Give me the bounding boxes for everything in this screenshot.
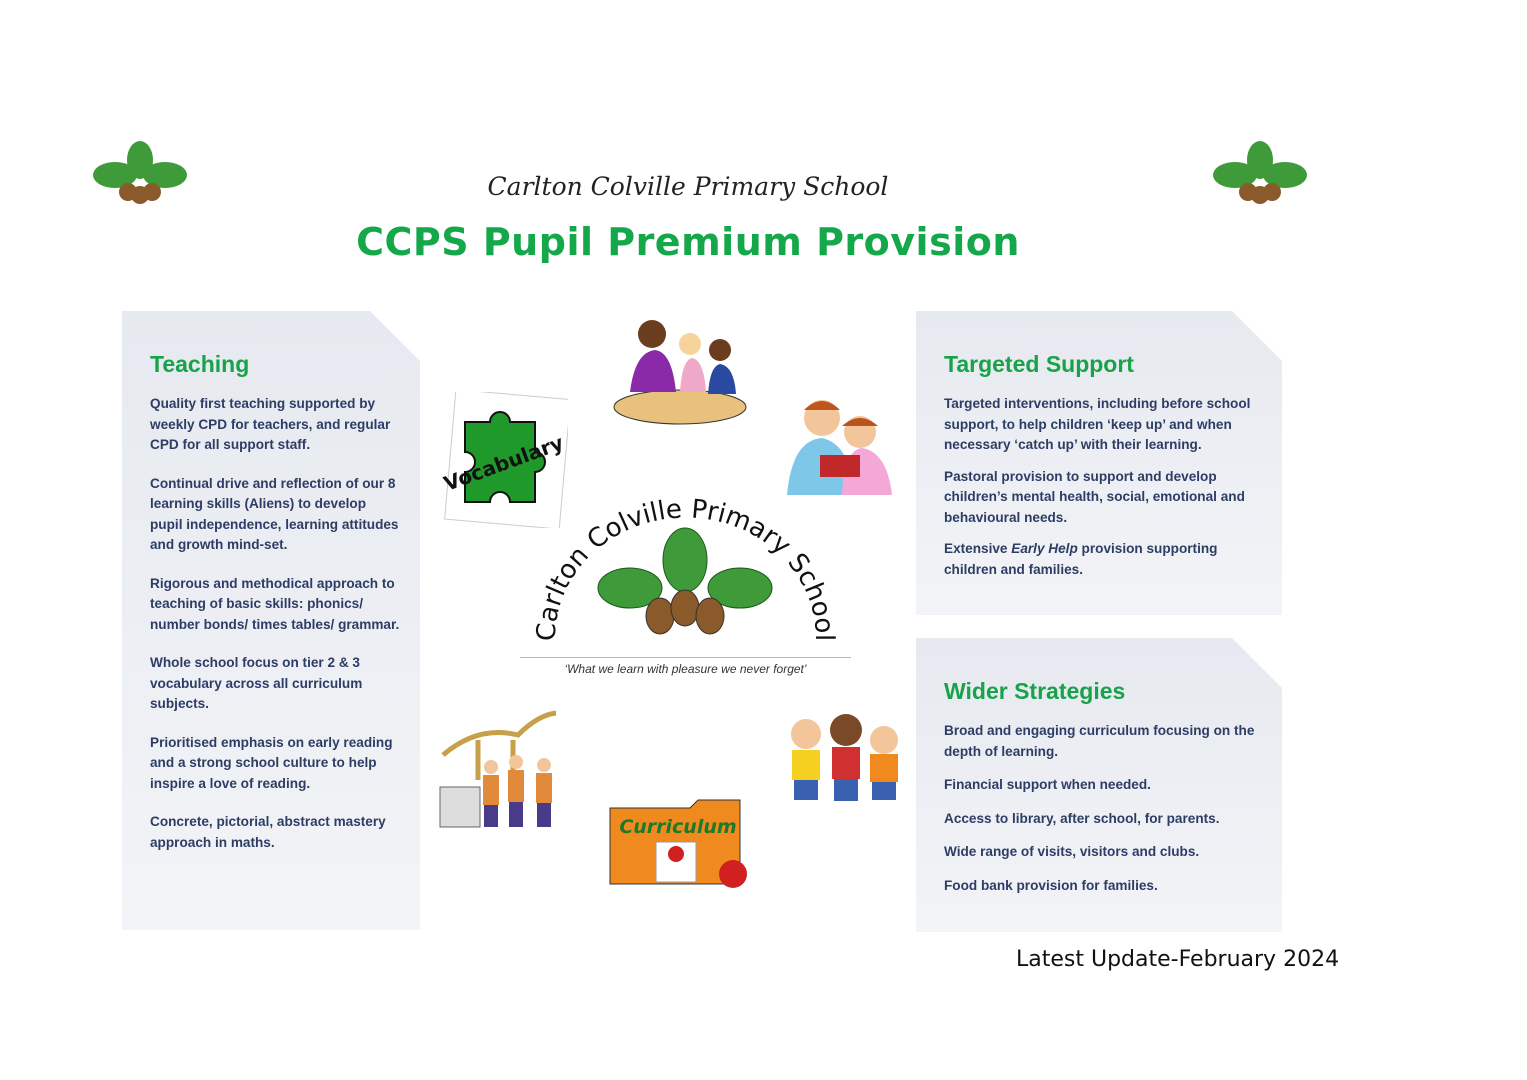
wider-item: Financial support when needed.	[944, 777, 1151, 792]
teaching-item: Whole school focus on tier 2 & 3 vocabul…	[150, 655, 363, 711]
vocabulary-puzzle-clipart: Vocabulary	[441, 392, 568, 528]
teaching-item: Quality first teaching supported by week…	[150, 396, 391, 452]
targeted-item: Pastoral provision to support and develo…	[944, 468, 1245, 525]
curriculum-label: Curriculum	[619, 816, 736, 838]
wider-item: Food bank provision for families.	[944, 877, 1158, 893]
wider-item: Wide range of visits, visitors and clubs…	[944, 844, 1200, 859]
teaching-item: Concrete, pictorial, abstract mastery ap…	[150, 814, 386, 850]
teaching-heading: Teaching	[150, 351, 250, 377]
curriculum-folder-clipart: Curriculum	[609, 799, 747, 888]
teaching-item: Prioritised emphasis on early reading an…	[150, 734, 393, 791]
latest-update: Latest Update-February 2024	[1016, 947, 1340, 972]
targeted-item-early-help: Extensive Early Help provision supportin…	[944, 539, 1262, 580]
wider-strategies-panel: Wider Strategies Broad and engaging curr…	[916, 638, 1282, 932]
school-motto: ‘What we learn with pleasure we never fo…	[520, 657, 851, 676]
teacher-children-clipart	[613, 320, 747, 425]
dinosaur-museum-clipart	[439, 710, 557, 828]
oak-leaf-icon-left	[93, 141, 187, 204]
teaching-panel: Teaching Quality first teaching supporte…	[122, 311, 420, 930]
wider-item: Access to library, after school, for par…	[944, 810, 1220, 826]
wider-item: Broad and engaging curriculum focusing o…	[944, 723, 1255, 759]
reading-children-clipart	[787, 400, 892, 495]
happy-children-clipart	[791, 714, 898, 801]
school-name: Carlton Colville Primary School	[487, 172, 889, 201]
teaching-item: Rigorous and methodical approach to teac…	[150, 575, 400, 632]
oak-leaf-icon-right	[1213, 141, 1307, 204]
school-logo: Carlton Colville Primary School	[532, 494, 839, 641]
targeted-item: Targeted interventions, including before…	[944, 396, 1251, 452]
text: Extensive	[944, 541, 1012, 556]
targeted-support-panel: Targeted Support Targeted interventions,…	[916, 311, 1282, 615]
wider-heading: Wider Strategies	[944, 678, 1126, 704]
early-help-emphasis: Early Help	[1011, 541, 1078, 556]
text: provision supporting children and famili…	[944, 541, 1218, 577]
page-title: CCPS Pupil Premium Provision	[356, 220, 1020, 264]
targeted-heading: Targeted Support	[944, 351, 1134, 377]
teaching-item: Continual drive and reflection of our 8 …	[150, 475, 399, 552]
